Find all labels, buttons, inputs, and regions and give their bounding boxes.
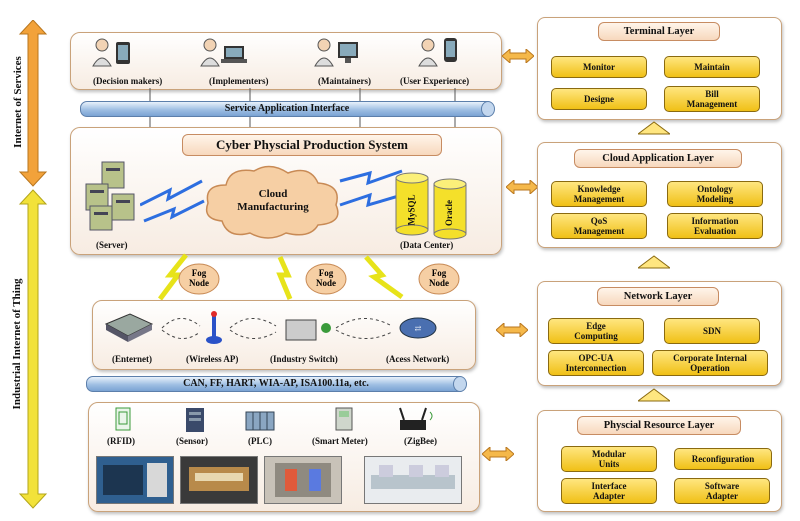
device-label: (Industry Switch) (270, 354, 338, 364)
physical-link-arrow (482, 447, 514, 461)
field-device-icons (115, 407, 433, 432)
decision-maker-icon (92, 38, 136, 73)
cloud-label: Cloud Manufacturing (237, 188, 309, 213)
software-adapter-item: Software Adapter (674, 478, 770, 504)
monitor-item: Monitor (551, 56, 647, 78)
server-icon (85, 161, 135, 231)
machine-photo-robot (264, 456, 342, 504)
machine-photo-cnc (96, 456, 174, 504)
field-device-label: (PLC) (248, 436, 272, 446)
fog-node-cloud (418, 263, 460, 295)
network-link-arrow (496, 323, 528, 337)
fog-node-label: Fog Node (429, 268, 449, 288)
fog-node-label: Fog Node (316, 268, 336, 288)
edge-computing-item: Edge Computing (548, 318, 644, 344)
device-label: (Acess Network) (386, 354, 450, 364)
machine-photo-assembly (364, 456, 462, 504)
db-label-oracle: Oracle (444, 200, 454, 226)
database-icon (395, 172, 467, 240)
svg-text:⇄: ⇄ (415, 324, 422, 333)
fieldbus-pipe: CAN, FF, HART, WIA-AP, ISA100.11a, etc. (86, 376, 467, 392)
design-item: Designe (551, 88, 647, 110)
service-application-interface: Service Application Interface (80, 101, 495, 117)
machine-photo-line (180, 456, 258, 504)
modular-units-item: Modular Units (561, 446, 657, 472)
user-label: (Implementers) (209, 76, 269, 86)
field-device-label: (Sensor) (176, 436, 208, 446)
up-arrow (638, 121, 670, 135)
industrial-iot-label: Industrial Internet of Thing (11, 278, 23, 410)
information-evaluation-item: Information Evaluation (667, 213, 763, 239)
maintainer-icon (314, 38, 362, 73)
network-device-icons: ⇄ (104, 311, 437, 344)
maintain-item: Maintain (664, 56, 760, 78)
knowledge-management-item: Knowledge Management (551, 181, 647, 207)
user-label: (Decision makers) (93, 76, 163, 86)
opc-ua-interconnection-item: OPC-UA Interconnection (548, 350, 644, 376)
corporate-internal-operation-item: Corporate Internal Operation (652, 350, 768, 376)
field-device-label: (Smart Meter) (312, 436, 368, 446)
cloud-app-layer-title: Cloud Application Layer (574, 149, 742, 168)
network-layer-title: Network Layer (597, 287, 719, 306)
qos-management-item: QoS Management (551, 213, 647, 239)
cloud-icon (205, 165, 339, 239)
field-device-label: (ZigBee) (404, 436, 437, 446)
implementer-icon (200, 38, 248, 73)
user-label: (User Experience) (400, 76, 470, 86)
industrial-iot-arrow (18, 189, 48, 509)
device-label: (Enternet) (112, 354, 152, 364)
cpps-title: Cyber Physcial Production System (182, 134, 442, 156)
terminal-layer-title: Terminal Layer (598, 22, 720, 41)
db-label-mysql: MySQL (406, 194, 417, 226)
bill-management-item: Bill Management (664, 86, 760, 112)
up-arrow (638, 388, 670, 402)
field-device-label: (RFID) (107, 436, 135, 446)
server-label: (Server) (96, 240, 128, 250)
fog-node-cloud (305, 263, 347, 295)
interface-adapter-item: Interface Adapter (561, 478, 657, 504)
fog-node-label: Fog Node (189, 268, 209, 288)
fog-node-cloud (178, 263, 220, 295)
sdn-item: SDN (664, 318, 760, 344)
ontology-modeling-item: Ontology Modeling (667, 181, 763, 207)
datacenter-label: (Data Center) (400, 240, 454, 250)
side-arrows (18, 20, 48, 509)
user-label: (Maintainers) (318, 76, 371, 86)
cpps-lightning (140, 169, 403, 223)
reconfiguration-item: Reconfiguration (674, 448, 772, 470)
up-arrow (638, 255, 670, 269)
user-experience-icon (418, 36, 462, 73)
device-label: (Wireless AP) (186, 354, 239, 364)
cloud-link-arrow (506, 180, 538, 194)
internet-of-services-arrow (18, 20, 48, 187)
fog-lightning (158, 253, 404, 301)
terminal-link-arrow (502, 49, 534, 63)
physical-layer-title: Physcial Resource Layer (577, 416, 741, 435)
service-connectors (149, 88, 456, 128)
